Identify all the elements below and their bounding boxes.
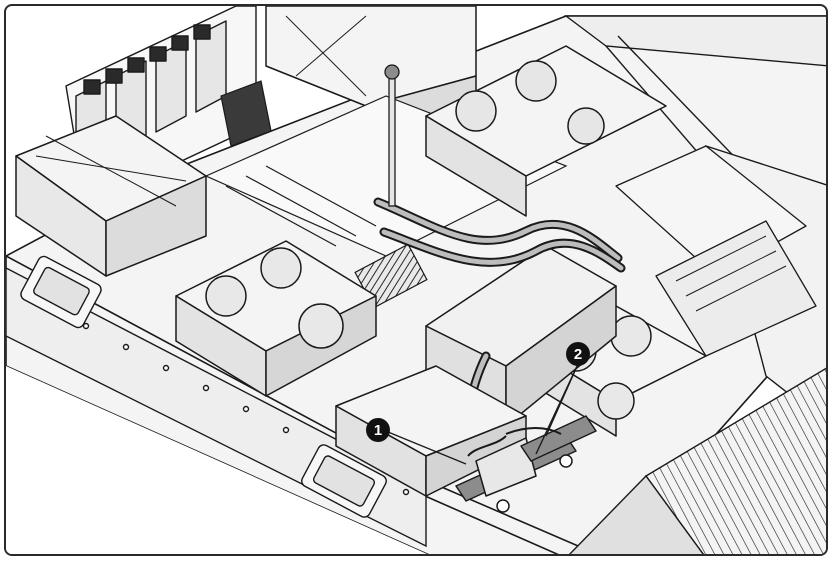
right-backplane bbox=[615, 145, 817, 357]
riser-post bbox=[384, 64, 400, 207]
callout-2: 2 bbox=[566, 342, 590, 366]
fan-modules-left bbox=[175, 240, 377, 397]
release-lever-assembly bbox=[455, 415, 597, 513]
callout-1-badge bbox=[366, 418, 390, 442]
server-chassis-illustration: 1 2 bbox=[6, 6, 826, 554]
callout-2-badge bbox=[566, 342, 590, 366]
callout-1-number: 1 bbox=[374, 422, 382, 439]
power-supply-grill bbox=[568, 367, 826, 554]
fan-modules-top bbox=[425, 45, 667, 217]
callout-2-number: 2 bbox=[574, 346, 582, 363]
diagram-frame: 1 2 bbox=[4, 4, 828, 556]
front-rail bbox=[6, 255, 427, 548]
drive-bay bbox=[335, 365, 527, 497]
left-drive-cage bbox=[15, 115, 207, 277]
callout-1: 1 bbox=[366, 418, 390, 442]
leader-lines bbox=[387, 363, 579, 465]
sas-cables bbox=[373, 197, 626, 419]
center-shroud bbox=[425, 245, 617, 427]
